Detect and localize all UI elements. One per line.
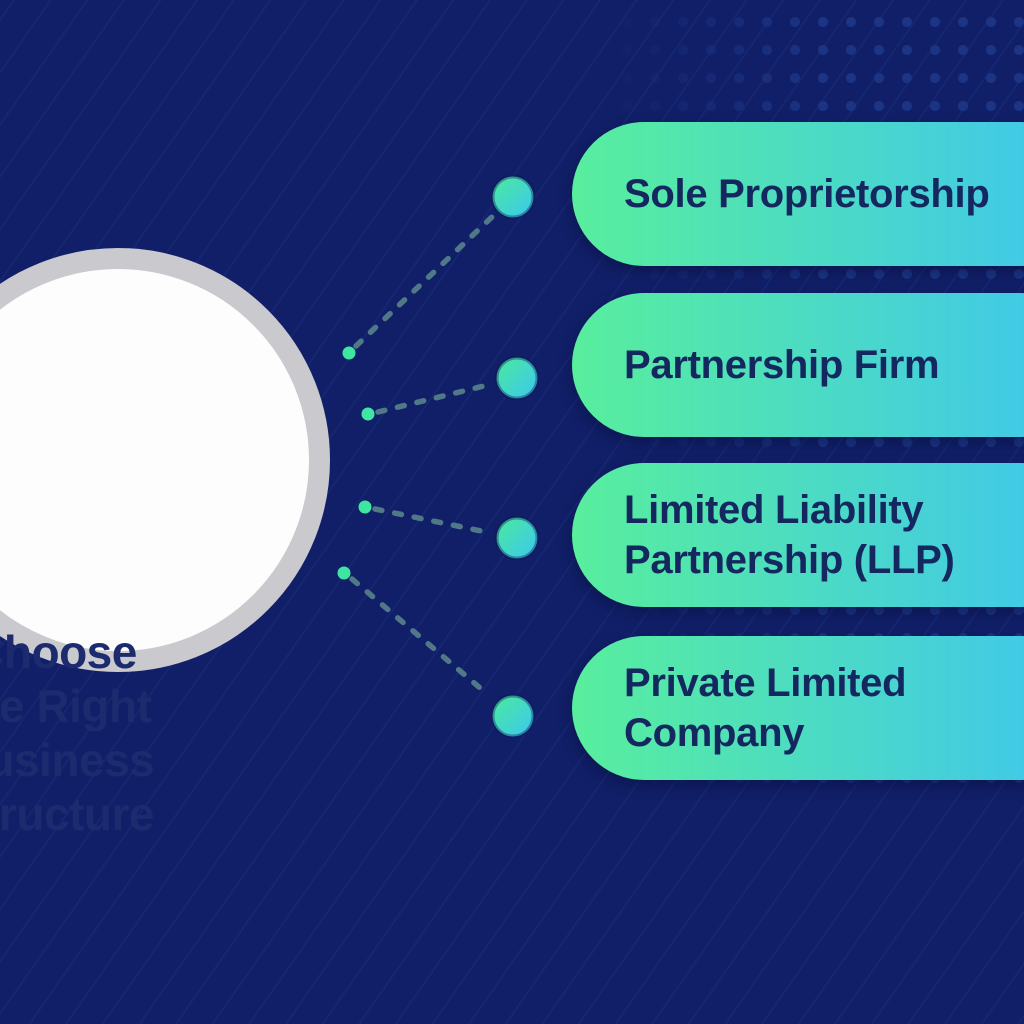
- origin-dot-icon-1: [342, 346, 356, 360]
- option-label: Limited Liability Partnership (LLP): [624, 488, 955, 582]
- page-title-line: Structure: [0, 788, 154, 840]
- dashed-connector-line-1: [353, 212, 497, 349]
- page-title-line: the Right: [0, 680, 152, 732]
- page-title-line: Choose: [0, 626, 137, 678]
- option-label: Partnership Firm: [624, 343, 940, 387]
- origin-dot-icon-2: [361, 407, 375, 421]
- option-pill-llp: Limited Liability Partnership (LLP): [572, 463, 1024, 607]
- option-label: Sole Proprietorship: [624, 172, 990, 216]
- dashed-connector-line-2: [375, 381, 495, 415]
- origin-dot-icon-4: [337, 566, 351, 580]
- page-title: Choose the Right Business Structure: [0, 625, 214, 841]
- option-label: Private Limited Company: [624, 661, 907, 755]
- option-pill-private-limited-company: Private Limited Company: [572, 636, 1024, 780]
- node-dot-icon-1: [490, 174, 536, 220]
- dashed-connector-line-4: [349, 576, 489, 696]
- node-dot-icon-3: [494, 515, 540, 561]
- origin-dot-icon-3: [358, 500, 372, 514]
- central-circle: Choose the Right Business Structure: [0, 248, 330, 840]
- node-dot-icon-2: [494, 355, 540, 401]
- dashed-connector-line-3: [372, 506, 494, 536]
- page-title-line: Business: [0, 734, 155, 786]
- option-pill-partnership-firm: Partnership Firm: [572, 293, 1024, 437]
- node-dot-icon-4: [490, 693, 536, 739]
- option-pill-sole-proprietorship: Sole Proprietorship: [572, 122, 1024, 266]
